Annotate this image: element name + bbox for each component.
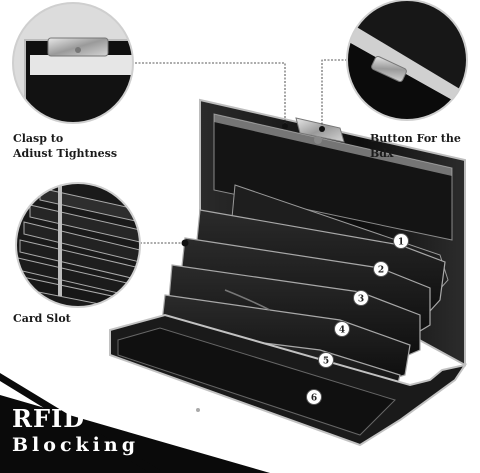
callout-lines [128, 59, 347, 244]
callout-label-clasp-line2: Adiust Tightness [13, 147, 118, 160]
slot-number-2: 2 [378, 266, 384, 276]
slot-number-1: 1 [398, 238, 404, 248]
rfid-banner-title: RFID [12, 404, 86, 433]
slot-number-3: 3 [358, 295, 364, 305]
zoom-circle-slots [15, 182, 141, 308]
callout-dot-button [319, 126, 325, 132]
slot-badge-4: 4 [334, 321, 350, 337]
slot-badge-6: 6 [306, 389, 322, 405]
callout-label-clasp-line1: Clasp to [13, 132, 64, 145]
callout-label-clasp: Clasp to Adiust Tightness [13, 131, 117, 161]
slot-badge-5: 5 [318, 352, 334, 368]
callout-label-card-slot: Card Slot [13, 312, 71, 325]
slot-number-badges: 1 2 3 4 5 6 [306, 233, 409, 405]
rfid-banner-subtitle: Blocking [12, 434, 139, 456]
slot-number-4: 4 [339, 326, 345, 336]
slot-badge-2: 2 [373, 261, 389, 277]
zoom-circle-button [346, 0, 468, 121]
rfid-banner-band [0, 373, 165, 473]
callout-dot-slots [181, 239, 189, 247]
slot-badge-3: 3 [353, 290, 369, 306]
slot-number-5: 5 [323, 357, 329, 367]
callout-label-button: Button For the Bdx [370, 132, 461, 160]
callout-dot-clasp [282, 123, 288, 129]
slot-badge-1: 1 [393, 233, 409, 249]
slot-number-6: 6 [311, 394, 317, 404]
zoom-circle-clasp [12, 2, 134, 124]
